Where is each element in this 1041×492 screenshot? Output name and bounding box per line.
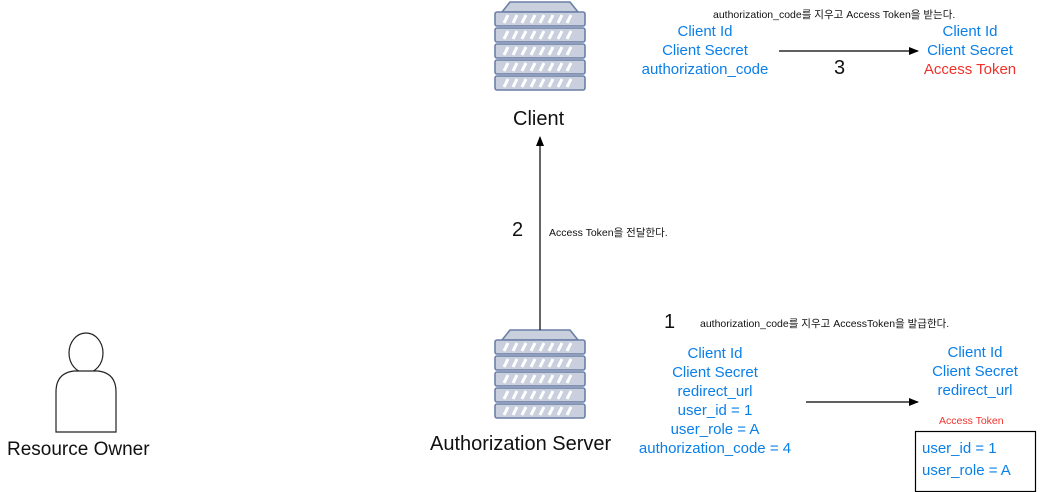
step3-left-line: authorization_code bbox=[641, 61, 769, 78]
token-line: user_id = 1 bbox=[922, 440, 997, 457]
step1-left-line: user_id = 1 bbox=[677, 402, 753, 419]
step3-note: authorization_code를 지우고 Access Token을 받는… bbox=[713, 9, 956, 21]
step1-right-block: Client Id Client Secret redirect_url bbox=[915, 343, 1035, 400]
step1-left-block: Client Id Client Secret redirect_url use… bbox=[630, 344, 800, 458]
step1-left-line: user_role = A bbox=[670, 421, 760, 438]
step2-number: 2 bbox=[512, 219, 524, 241]
step1-note: authorization_code를 지우고 AccessToken을 발급한… bbox=[700, 318, 950, 330]
access-token-caption: Access Token bbox=[939, 415, 1004, 427]
step3-right-block: Client Id Client Secret Access Token bbox=[910, 22, 1030, 79]
resource-owner-label: Resource Owner bbox=[7, 439, 150, 460]
step1-left-line: Client Id bbox=[687, 345, 743, 362]
person-icon bbox=[55, 332, 117, 433]
step1-right-line: Client Secret bbox=[932, 363, 1018, 380]
step1-right-line: redirect_url bbox=[937, 382, 1013, 399]
step3-right-line: Client Id bbox=[942, 23, 998, 40]
step2-note: Access Token을 전달한다. bbox=[549, 227, 668, 239]
step3-access-token: Access Token bbox=[923, 61, 1017, 78]
client-label: Client bbox=[513, 108, 565, 130]
access-token-box bbox=[914, 430, 1037, 492]
step3-left-line: Client Id bbox=[677, 23, 733, 40]
access-token-contents: user_id = 1 user_role = A bbox=[922, 438, 1011, 482]
step1-number: 1 bbox=[664, 311, 676, 333]
step3-right-line: Client Secret bbox=[927, 42, 1013, 59]
step3-left-line: Client Secret bbox=[662, 42, 748, 59]
auth-server-label: Authorization Server bbox=[430, 433, 612, 455]
client-server-icon bbox=[495, 2, 585, 90]
step1-left-line: redirect_url bbox=[677, 383, 753, 400]
step1-left-line: authorization_code = 4 bbox=[638, 440, 792, 457]
step3-left-block: Client Id Client Secret authorization_co… bbox=[630, 22, 780, 79]
step1-left-line: Client Secret bbox=[672, 364, 758, 381]
step3-number: 3 bbox=[834, 57, 846, 79]
token-line: user_role = A bbox=[922, 462, 1011, 479]
auth-server-server-icon bbox=[495, 330, 585, 418]
step1-right-line: Client Id bbox=[947, 344, 1003, 361]
